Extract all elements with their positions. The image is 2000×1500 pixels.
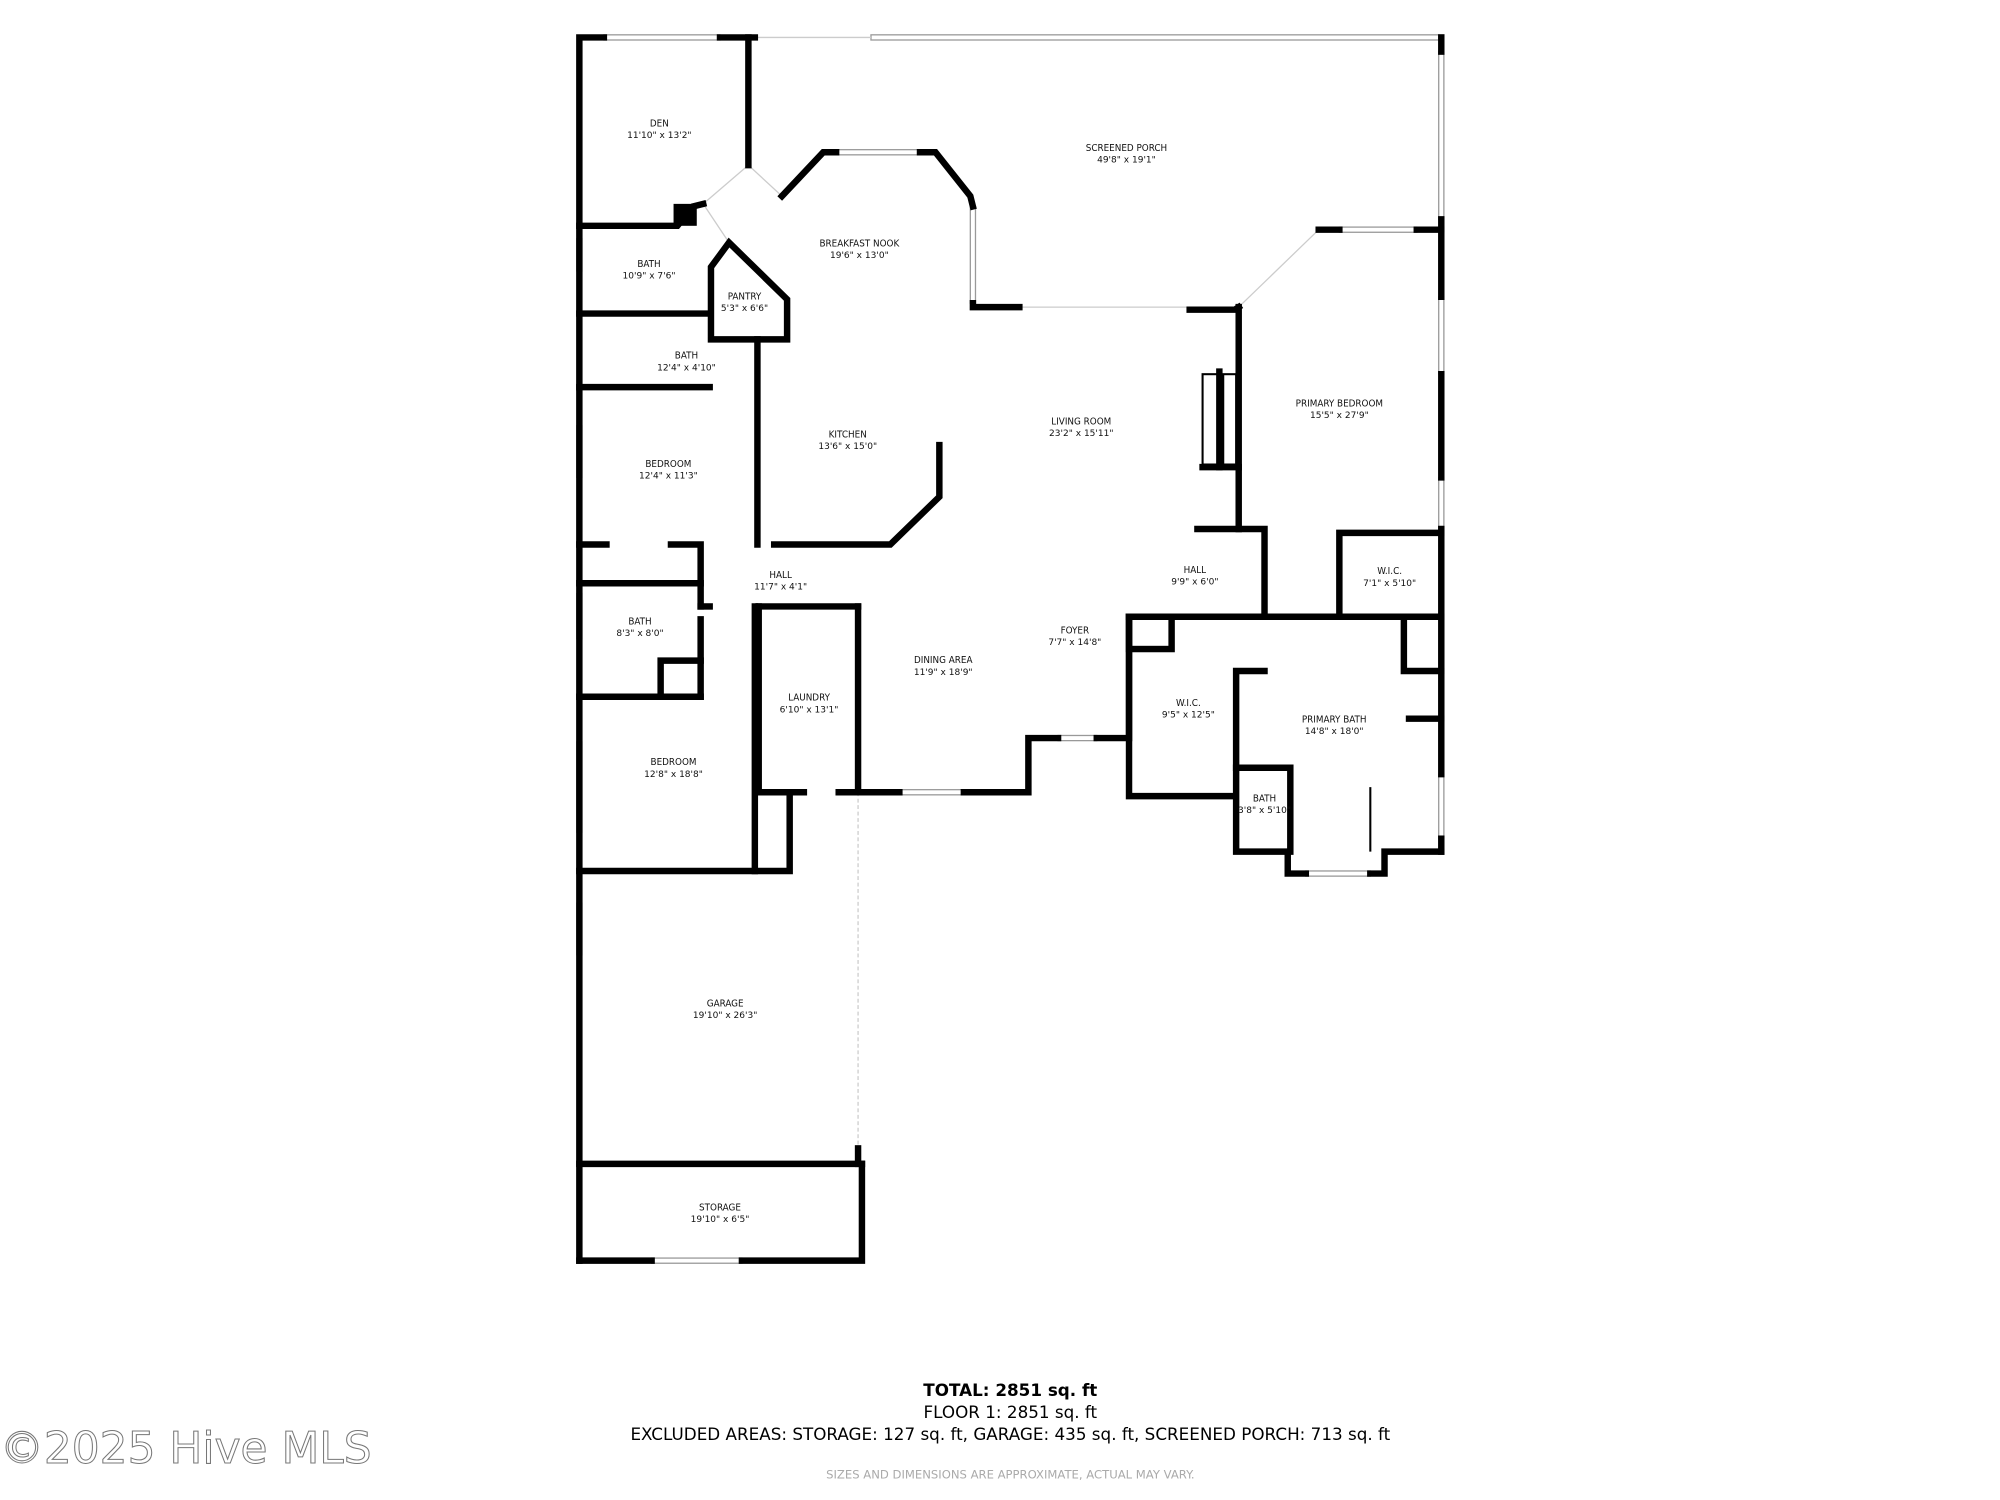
area-summary: TOTAL: 2851 sq. ft FLOOR 1: 2851 sq. ft … (630, 1380, 1390, 1482)
svg-text:10'9" x 7'6": 10'9" x 7'6" (623, 272, 676, 282)
svg-text:BATH: BATH (637, 259, 660, 270)
svg-text:13'6" x 15'0": 13'6" x 15'0" (818, 442, 877, 452)
svg-text:HALL: HALL (1184, 565, 1207, 576)
svg-text:8'3" x 8'0": 8'3" x 8'0" (616, 629, 663, 639)
room-hall-2: HALL 9'9" x 6'0" (1171, 565, 1218, 588)
svg-text:LIVING ROOM: LIVING ROOM (1051, 417, 1111, 428)
svg-text:BATH: BATH (628, 617, 651, 628)
floor-area: FLOOR 1: 2851 sq. ft (924, 1402, 1098, 1422)
room-den: DEN 11'10" x 13'2" (627, 118, 691, 141)
svg-text:15'5" x 27'9": 15'5" x 27'9" (1310, 411, 1369, 421)
windows (576, 34, 1445, 1264)
room-hall-1: HALL 11'7" x 4'1" (754, 570, 807, 593)
svg-text:12'8" x 18'8": 12'8" x 18'8" (644, 770, 703, 780)
total-label: TOTAL: (923, 1380, 989, 1400)
svg-text:6'10" x 13'1": 6'10" x 13'1" (780, 705, 839, 715)
room-wic-2: W.I.C.9'5" x 12'5" (1162, 698, 1215, 721)
room-bedroom-1: BEDROOM 12'4" x 11'3" (639, 459, 698, 482)
room-pantry: PANTRY 5'3" x 6'6" (721, 291, 768, 314)
room-dining-area: DINING AREA 11'9" x 18'9" (914, 655, 973, 678)
svg-text:9'9" x 6'0": 9'9" x 6'0" (1171, 578, 1218, 588)
svg-text:11'10" x 13'2": 11'10" x 13'2" (627, 131, 691, 141)
svg-text:PRIMARY BEDROOM: PRIMARY BEDROOM (1296, 398, 1383, 409)
svg-text:BREAKFAST NOOK: BREAKFAST NOOK (819, 238, 899, 249)
excluded-areas: EXCLUDED AREAS: STORAGE: 127 sq. ft, GAR… (630, 1424, 1390, 1444)
svg-text:BATH: BATH (1253, 793, 1276, 804)
svg-text:DINING AREA: DINING AREA (914, 655, 973, 666)
svg-text:7'1" x 5'10": 7'1" x 5'10" (1363, 579, 1416, 589)
svg-text:23'2" x 15'11": 23'2" x 15'11" (1049, 429, 1113, 439)
watermark: ©2025 Hive MLS (0, 1423, 372, 1474)
room-bedroom-2: BEDROOM 12'8" x 18'8" (644, 757, 703, 780)
total-value: 2851 sq. ft (995, 1380, 1097, 1400)
svg-text:GARAGE: GARAGE (707, 998, 744, 1009)
room-garage: GARAGE 19'10" x 26'3" (693, 998, 757, 1021)
svg-text:BEDROOM: BEDROOM (645, 459, 691, 470)
svg-text:19'10" x 6'5": 19'10" x 6'5" (691, 1215, 750, 1225)
svg-text:12'4" x 4'10": 12'4" x 4'10" (657, 363, 716, 373)
svg-text:LAUNDRY: LAUNDRY (788, 693, 830, 704)
svg-text:14'8" x 18'0": 14'8" x 18'0" (1305, 727, 1364, 737)
room-bath-1: BATH 10'9" x 7'6" (623, 259, 676, 282)
svg-text:BEDROOM: BEDROOM (651, 757, 697, 768)
svg-text:9'5" x 12'5": 9'5" x 12'5" (1162, 710, 1215, 720)
svg-text:11'9" x 18'9": 11'9" x 18'9" (914, 668, 973, 678)
svg-text:W.I.C.: W.I.C. (1377, 566, 1402, 577)
svg-text:19'10" x 26'3": 19'10" x 26'3" (693, 1011, 757, 1021)
svg-text:FOYER: FOYER (1061, 626, 1090, 637)
svg-text:7'7" x 14'8": 7'7" x 14'8" (1048, 638, 1101, 648)
door-openings (578, 36, 1320, 1149)
svg-text:12'4" x 11'3": 12'4" x 11'3" (639, 472, 698, 482)
svg-text:19'6" x 13'0": 19'6" x 13'0" (830, 251, 889, 261)
svg-text:KITCHEN: KITCHEN (829, 429, 867, 440)
svg-text:SCREENED PORCH: SCREENED PORCH (1086, 143, 1167, 154)
svg-text:11'7" x 4'1": 11'7" x 4'1" (754, 583, 807, 593)
room-wic-1: W.I.C. 7'1" x 5'10" (1363, 566, 1416, 589)
room-storage: STORAGE 19'10" x 6'5" (691, 1202, 750, 1225)
walls (576, 34, 1445, 1264)
room-kitchen: KITCHEN 13'6" x 15'0" (818, 429, 877, 452)
svg-text:PANTRY: PANTRY (728, 291, 762, 302)
svg-text:STORAGE: STORAGE (699, 1202, 741, 1213)
svg-text:PRIMARY BATH: PRIMARY BATH (1302, 715, 1367, 726)
disclaimer: SIZES AND DIMENSIONS ARE APPROXIMATE, AC… (826, 1468, 1194, 1482)
svg-text:TOTAL: 2851 sq. ft: TOTAL: 2851 sq. ft (923, 1380, 1097, 1400)
svg-text:3'8" x 5'10": 3'8" x 5'10" (1238, 806, 1291, 816)
svg-text:HALL: HALL (769, 570, 792, 581)
svg-text:W.I.C.: W.I.C. (1176, 698, 1201, 709)
room-labels: DEN 11'10" x 13'2" SCREENED PORCH 49'8" x … (616, 118, 1416, 1224)
room-screened-porch: SCREENED PORCH 49'8" x 19'1" (1086, 143, 1167, 166)
room-primary-bedroom: PRIMARY BEDROOM 15'5" x 27'9" (1296, 398, 1383, 421)
room-breakfast-nook: BREAKFAST NOOK 19'6" x 13'0" (819, 238, 899, 261)
svg-text:DEN: DEN (650, 118, 669, 129)
svg-text:BATH: BATH (675, 351, 698, 362)
room-bath-4: BATH 3'8" x 5'10" (1238, 793, 1291, 816)
svg-text:49'8" x 19'1": 49'8" x 19'1" (1097, 156, 1156, 166)
svg-text:5'3" x 6'6": 5'3" x 6'6" (721, 304, 768, 314)
